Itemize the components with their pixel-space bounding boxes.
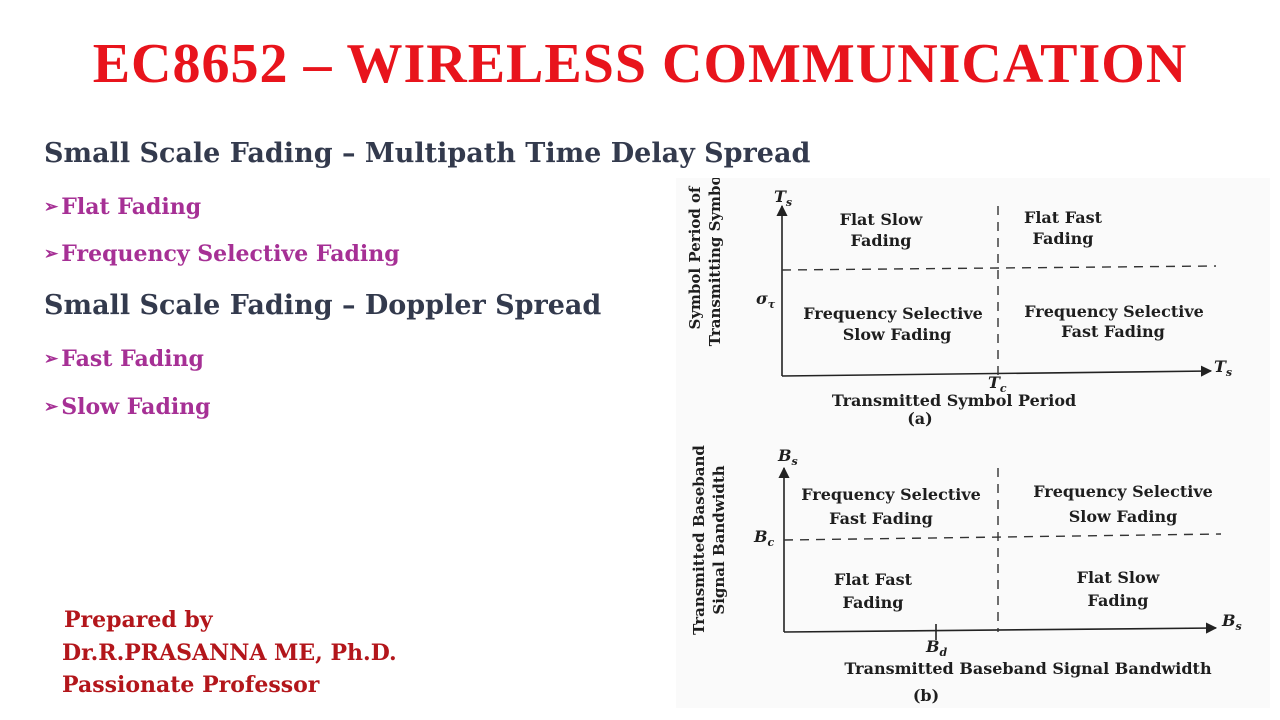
diagram-a-y-symbol: Ts [774,187,792,209]
diagram-b-caption: (b) [913,686,939,705]
arrow-bullet-icon: ➢ [44,244,59,264]
arrow-bullet-icon: ➢ [44,349,59,369]
diagram-a-y-label-1: Symbol Period of [686,185,704,330]
diagram-a-x-axis [781,365,1213,377]
diagram-b-x-label: Transmitted Baseband Signal Bandwidth [844,659,1212,678]
bullet-text: Flat Fading [61,194,202,220]
diagram-a-bottom-left-line1: Frequency Selective [803,304,983,323]
diagram-a-caption: (a) [907,409,933,428]
heading-time-delay-spread: Small Scale Fading – Multipath Time Dela… [44,138,811,169]
diagram-a-x-label: Transmitted Symbol Period [832,391,1076,410]
bullet-text: Slow Fading [61,394,211,420]
diagram-b-x-symbol: Bs [1221,611,1242,633]
diagram-b-horizontal-threshold [783,533,1222,541]
diagram-a-y-label-2: Transmitting Symbol [706,178,724,346]
diagram-a-bottom-right-line2: Fast Fading [1061,322,1165,341]
credit-author: Dr.R.PRASANNA ME, Ph.D. [62,640,397,666]
diagram-a-top-left-line2: Fading [851,231,912,250]
diagram-a-x-symbol: Ts [1214,357,1232,379]
diagram-b-bottom-right-line2: Fading [1088,591,1149,610]
diagram-a-bottom-left-line2: Slow Fading [843,325,952,344]
diagram-b-bc-threshold: Bc [753,527,775,549]
diagram-b-bottom-left-line2: Fading [843,593,904,612]
diagram-b-y-symbol: Bs [777,446,798,468]
diagram-b-top-left-line2: Fast Fading [829,509,933,528]
diagram-a-sigma-threshold: στ [756,289,776,311]
fading-classification-figure: Ts Ts στ Tc Symbol Period of Transmittin… [676,178,1270,708]
bullet-slow-fading: ➢Slow Fading [44,394,211,420]
bullet-frequency-selective-fading: ➢Frequency Selective Fading [44,241,400,267]
diagram-b: Bs Bs Bc Bd Transmitted Baseband Signal … [690,445,1242,705]
diagram-b-y-label-1: Transmitted Baseband [690,445,708,635]
arrow-bullet-icon: ➢ [44,397,59,417]
diagram-b-top-right-line1: Frequency Selective [1033,482,1213,501]
diagram-a: Ts Ts στ Tc Symbol Period of Transmittin… [686,178,1232,428]
diagram-a-top-left-line1: Flat Slow [840,210,924,229]
bullet-text: Frequency Selective Fading [61,241,400,267]
diagram-b-bottom-right-line1: Flat Slow [1077,568,1161,587]
arrow-bullet-icon: ➢ [44,197,59,217]
diagram-a-top-right-line2: Fading [1033,229,1094,248]
bullet-flat-fading: ➢Flat Fading [44,194,201,220]
diagram-a-horizontal-threshold [781,265,1217,271]
diagram-b-top-left-line1: Frequency Selective [801,485,981,504]
bullet-text: Fast Fading [61,346,204,372]
diagram-a-top-right-line1: Flat Fast [1024,208,1103,227]
diagram-a-bottom-right-line1: Frequency Selective [1024,302,1204,321]
bullet-fast-fading: ➢Fast Fading [44,346,204,372]
diagram-b-bottom-left-line1: Flat Fast [834,570,913,589]
diagram-b-bd-threshold: Bd [925,637,948,659]
credit-role: Passionate Professor [62,672,320,698]
diagram-a-tc-threshold: Tc [988,373,1007,395]
slide-title: EC8652 – WIRELESS COMMUNICATION [92,33,1188,95]
fading-diagrams-svg: Ts Ts στ Tc Symbol Period of Transmittin… [686,178,1242,705]
credit-prepared-by: Prepared by [64,607,213,633]
diagram-b-top-right-line2: Slow Fading [1069,507,1178,526]
diagram-b-x-axis [783,622,1218,634]
diagram-b-y-label-2: Signal Bandwidth [710,465,728,614]
heading-doppler-spread: Small Scale Fading – Doppler Spread [44,290,602,321]
